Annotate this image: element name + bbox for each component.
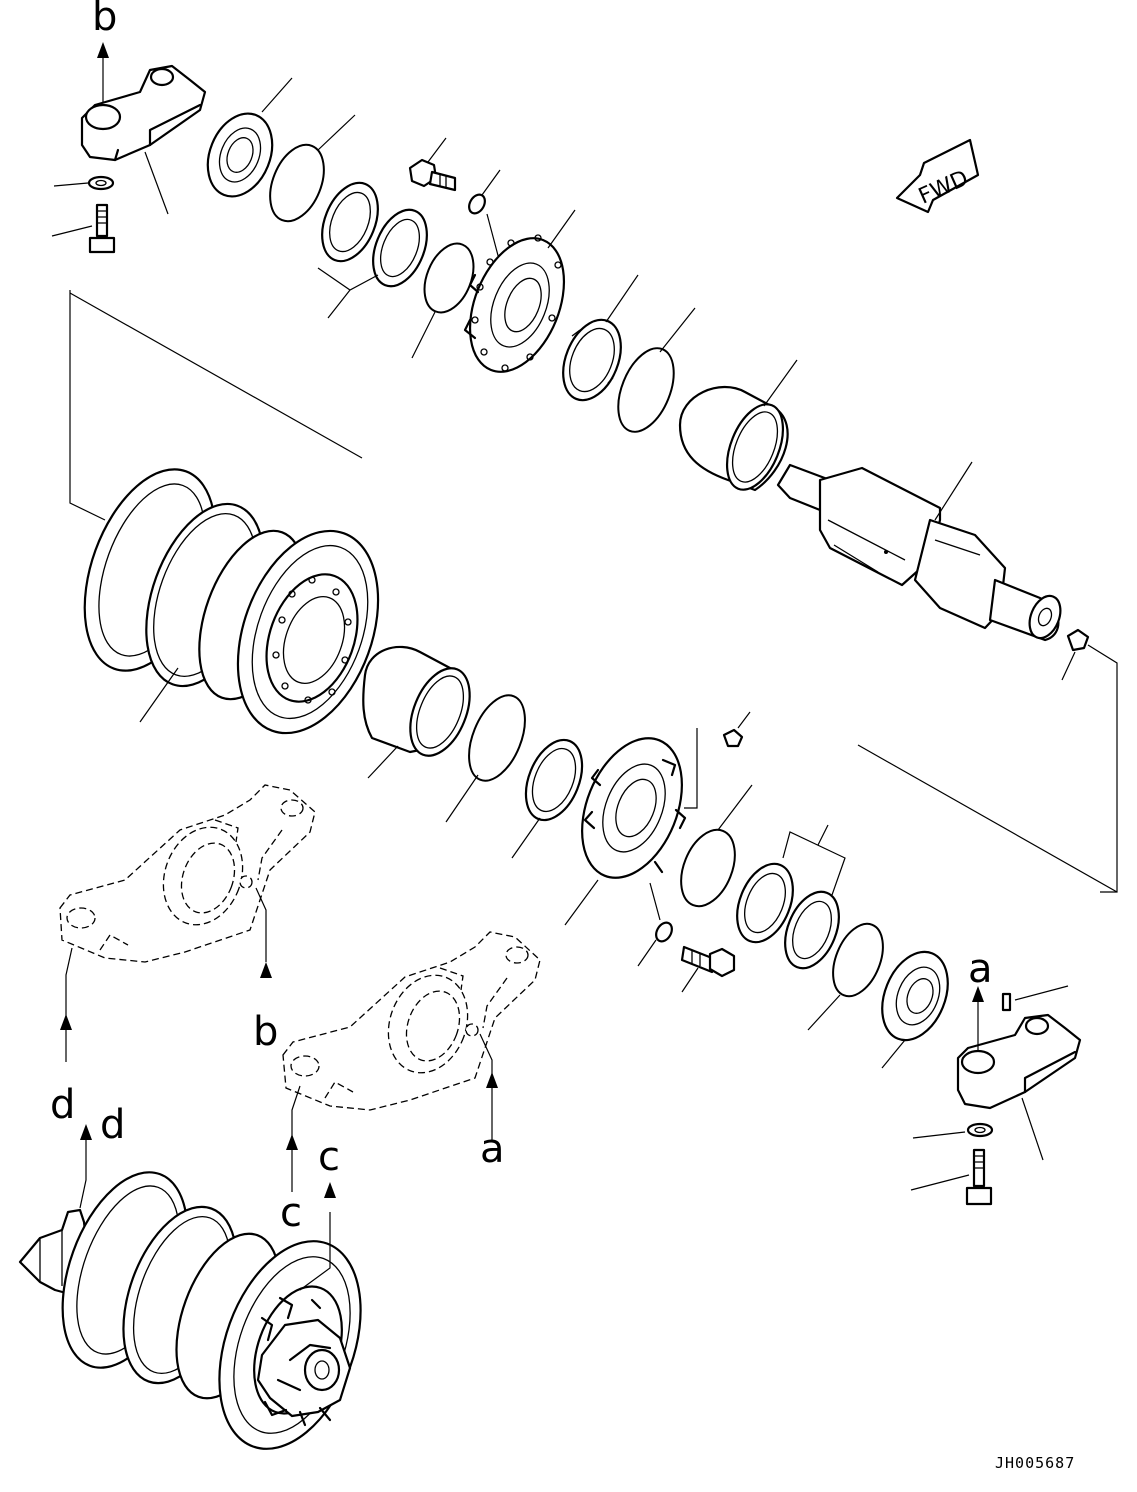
lower-o-ring-2[interactable]	[671, 784, 753, 914]
bottom-right-bolt[interactable]	[910, 1148, 993, 1206]
lower-bushing[interactable]	[362, 645, 481, 779]
lower-seal-ring-2[interactable]	[775, 824, 849, 976]
top-small-washer[interactable]	[466, 169, 511, 264]
top-left-bracket[interactable]	[80, 64, 207, 215]
label-c-right-text: c	[318, 1134, 340, 1180]
label-d-right: d	[80, 1102, 125, 1148]
label-d-left: d	[50, 947, 75, 1128]
assembly-leader-line	[857, 744, 1118, 893]
label-b-middle: b	[253, 887, 278, 1055]
label-c-left: c	[280, 1085, 302, 1236]
lower-thrust-washer[interactable]	[511, 732, 593, 859]
label-a-bottom-text: a	[480, 1126, 505, 1172]
label-a-top-text: a	[968, 946, 993, 992]
phantom-bracket-lower	[282, 931, 541, 1111]
assembled-track-roller[interactable]	[18, 1135, 387, 1468]
top-thrust-washer[interactable]	[552, 274, 639, 409]
top-o-ring-1[interactable]	[260, 114, 356, 229]
track-roller[interactable]	[60, 290, 404, 753]
top-bolt[interactable]	[408, 137, 457, 192]
top-seal-ring-2[interactable]	[317, 202, 437, 319]
lower-small-washer[interactable]	[637, 882, 675, 967]
lower-o-ring-1[interactable]	[445, 687, 536, 823]
lower-small-plug[interactable]	[722, 711, 751, 748]
label-d-left-text: d	[50, 1082, 75, 1128]
label-a-bottom: a	[479, 1033, 505, 1172]
shaft-plug[interactable]	[1061, 628, 1118, 893]
top-seal-ring-1[interactable]	[311, 175, 388, 270]
drawing-code: JH005687	[995, 1454, 1075, 1472]
fwd-indicator: FWD	[895, 138, 980, 214]
label-c-left-text: c	[280, 1190, 302, 1236]
label-b-middle-text: b	[253, 1009, 278, 1055]
top-left-washer[interactable]	[53, 175, 115, 191]
label-a-top: a	[968, 946, 993, 1050]
lower-floating-seal[interactable]	[870, 942, 960, 1069]
phantom-bracket-upper	[59, 784, 316, 963]
lower-o-ring-3[interactable]	[807, 917, 893, 1031]
bottom-right-bracket[interactable]	[956, 1013, 1082, 1161]
label-d-right-text: d	[100, 1102, 125, 1148]
lower-seal-ring-1[interactable]	[726, 856, 803, 951]
top-left-bolt[interactable]	[51, 203, 116, 254]
top-o-ring-2[interactable]	[411, 236, 483, 359]
bottom-right-pin[interactable]	[1001, 985, 1069, 1012]
top-floating-seal[interactable]	[196, 77, 293, 206]
top-bushing[interactable]	[678, 359, 798, 498]
top-o-ring-3[interactable]	[607, 307, 696, 440]
roller-shaft[interactable]	[776, 461, 1066, 643]
label-c-right: c	[318, 1134, 340, 1198]
lower-bolt[interactable]	[680, 945, 736, 993]
lower-collar[interactable]	[563, 723, 701, 926]
top-collar[interactable]	[452, 209, 582, 386]
label-b-top: b	[92, 0, 117, 102]
label-b-top-text: b	[92, 0, 117, 40]
bottom-right-washer[interactable]	[912, 1122, 994, 1139]
